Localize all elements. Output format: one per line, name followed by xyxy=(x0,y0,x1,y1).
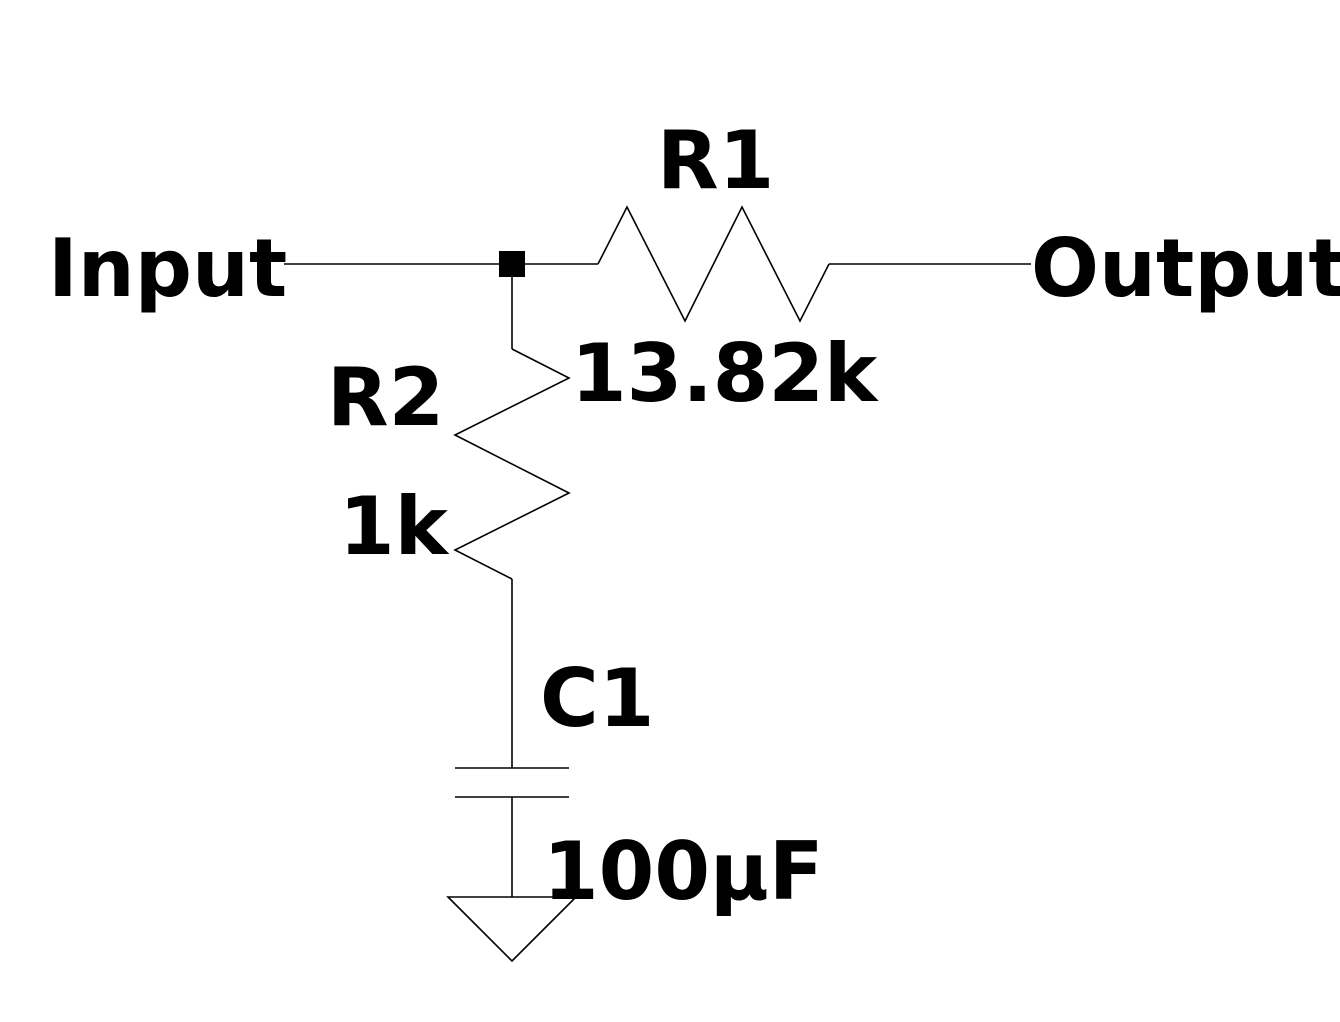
r2-value-label: 1k xyxy=(339,480,450,573)
c1-designator-label: C1 xyxy=(540,652,654,745)
r1-value-label: 13.82k xyxy=(571,327,879,420)
input-port-label: Input xyxy=(48,222,287,315)
output-port-label: Output xyxy=(1031,222,1340,315)
r2-resistor xyxy=(453,348,571,580)
c1-value-label: 100µF xyxy=(543,825,824,918)
r1-resistor xyxy=(597,205,830,323)
r1-designator-label: R1 xyxy=(657,114,774,207)
ground-symbol xyxy=(446,896,578,963)
r2-designator-label: R2 xyxy=(327,351,444,444)
